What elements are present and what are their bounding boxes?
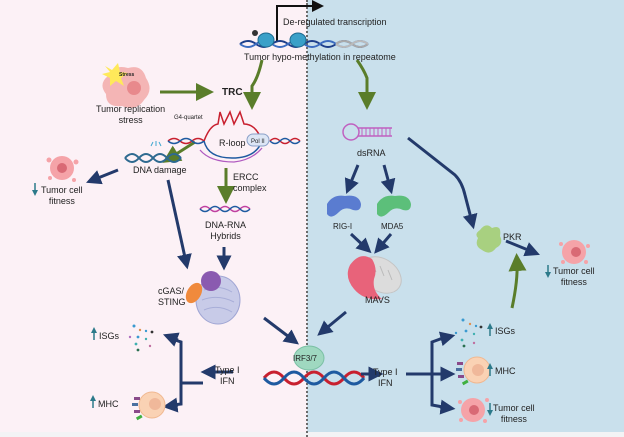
- type-i-ifn-label-left: Type I IFN: [215, 365, 240, 386]
- stressed-tumor-cell-icon: [102, 63, 150, 108]
- mhc-label-left: MHC: [98, 399, 119, 409]
- isgs-label-left: ISGs: [99, 331, 120, 341]
- dsrna-icon: [342, 123, 392, 141]
- tumor-cell-icon-right: [559, 240, 590, 264]
- cgas-sting-label: cGAS/ STING: [158, 286, 186, 307]
- pkr-icon: [476, 225, 502, 253]
- irf-dna-icon: [262, 345, 366, 386]
- navy-arrows-left: [86, 168, 299, 413]
- mhc-cell-icon-right: [456, 356, 491, 386]
- pol2-label: Pol II: [251, 139, 265, 145]
- type-i-ifn-label-right: Type I IFN: [373, 367, 398, 388]
- ercc-complex-label: ERCC complex: [233, 172, 267, 193]
- isgs-dots-left: [128, 324, 154, 352]
- r-loop-label: R-loop: [219, 138, 246, 148]
- rig-i-label: RIG-I: [333, 222, 353, 231]
- g4-quartet-label: G4-quartet: [174, 115, 203, 121]
- tumor-fitness-label-right-bottom: Tumor cell fitness: [493, 403, 535, 424]
- pkr-label: PKR: [503, 232, 522, 242]
- irf3-7-label: IRF3/7: [293, 354, 318, 363]
- tumor-cell-icon: [46, 156, 79, 182]
- mhc-label-right: MHC: [495, 366, 516, 376]
- isgs-label-right: ISGs: [495, 326, 516, 336]
- dna-rna-hybrids-label: DNA-RNA Hybrids: [205, 220, 247, 241]
- mavs-icon: [347, 256, 402, 300]
- stress-badge: Stress: [119, 72, 135, 78]
- navy-arrows-right: [317, 136, 540, 415]
- tumor-cell-icon-right-bottom: [458, 398, 489, 423]
- dna-damage-icon: [124, 141, 182, 163]
- dna-rna-hybrid-icon: [199, 205, 251, 213]
- left-panel-dna-pathway: [0, 0, 307, 432]
- rig-i-icon: [327, 195, 361, 217]
- cgas-sting-er-icon: [185, 271, 241, 325]
- panel-divider: [306, 0, 308, 437]
- green-arrows: [160, 59, 527, 309]
- tumor-fitness-label-right-top: Tumor cell fitness: [553, 266, 595, 287]
- mda5-label: MDA5: [381, 222, 404, 231]
- r-loop-icon: [167, 110, 301, 163]
- transcription-label: De-regulated transcription: [283, 17, 387, 27]
- dna-damage-label: DNA damage: [133, 165, 187, 175]
- mda5-icon: [377, 195, 411, 217]
- nucleosome-dna-icon: [239, 30, 369, 48]
- mavs-label: MAVS: [365, 295, 390, 305]
- dsrna-label: dsRNA: [357, 148, 386, 158]
- transcription-arrow: [276, 0, 324, 42]
- hypomethylation-label: Tumor hypo-methylation in repeatome: [244, 52, 396, 62]
- replication-stress-label: Tumor replication stress: [96, 104, 166, 125]
- tumor-fitness-label-left: Tumor cell fitness: [41, 185, 83, 206]
- change-arrows: [32, 183, 551, 416]
- mhc-cell-icon: [132, 391, 166, 421]
- trc-label: TRC: [222, 87, 243, 98]
- isgs-dots-right: [454, 318, 483, 348]
